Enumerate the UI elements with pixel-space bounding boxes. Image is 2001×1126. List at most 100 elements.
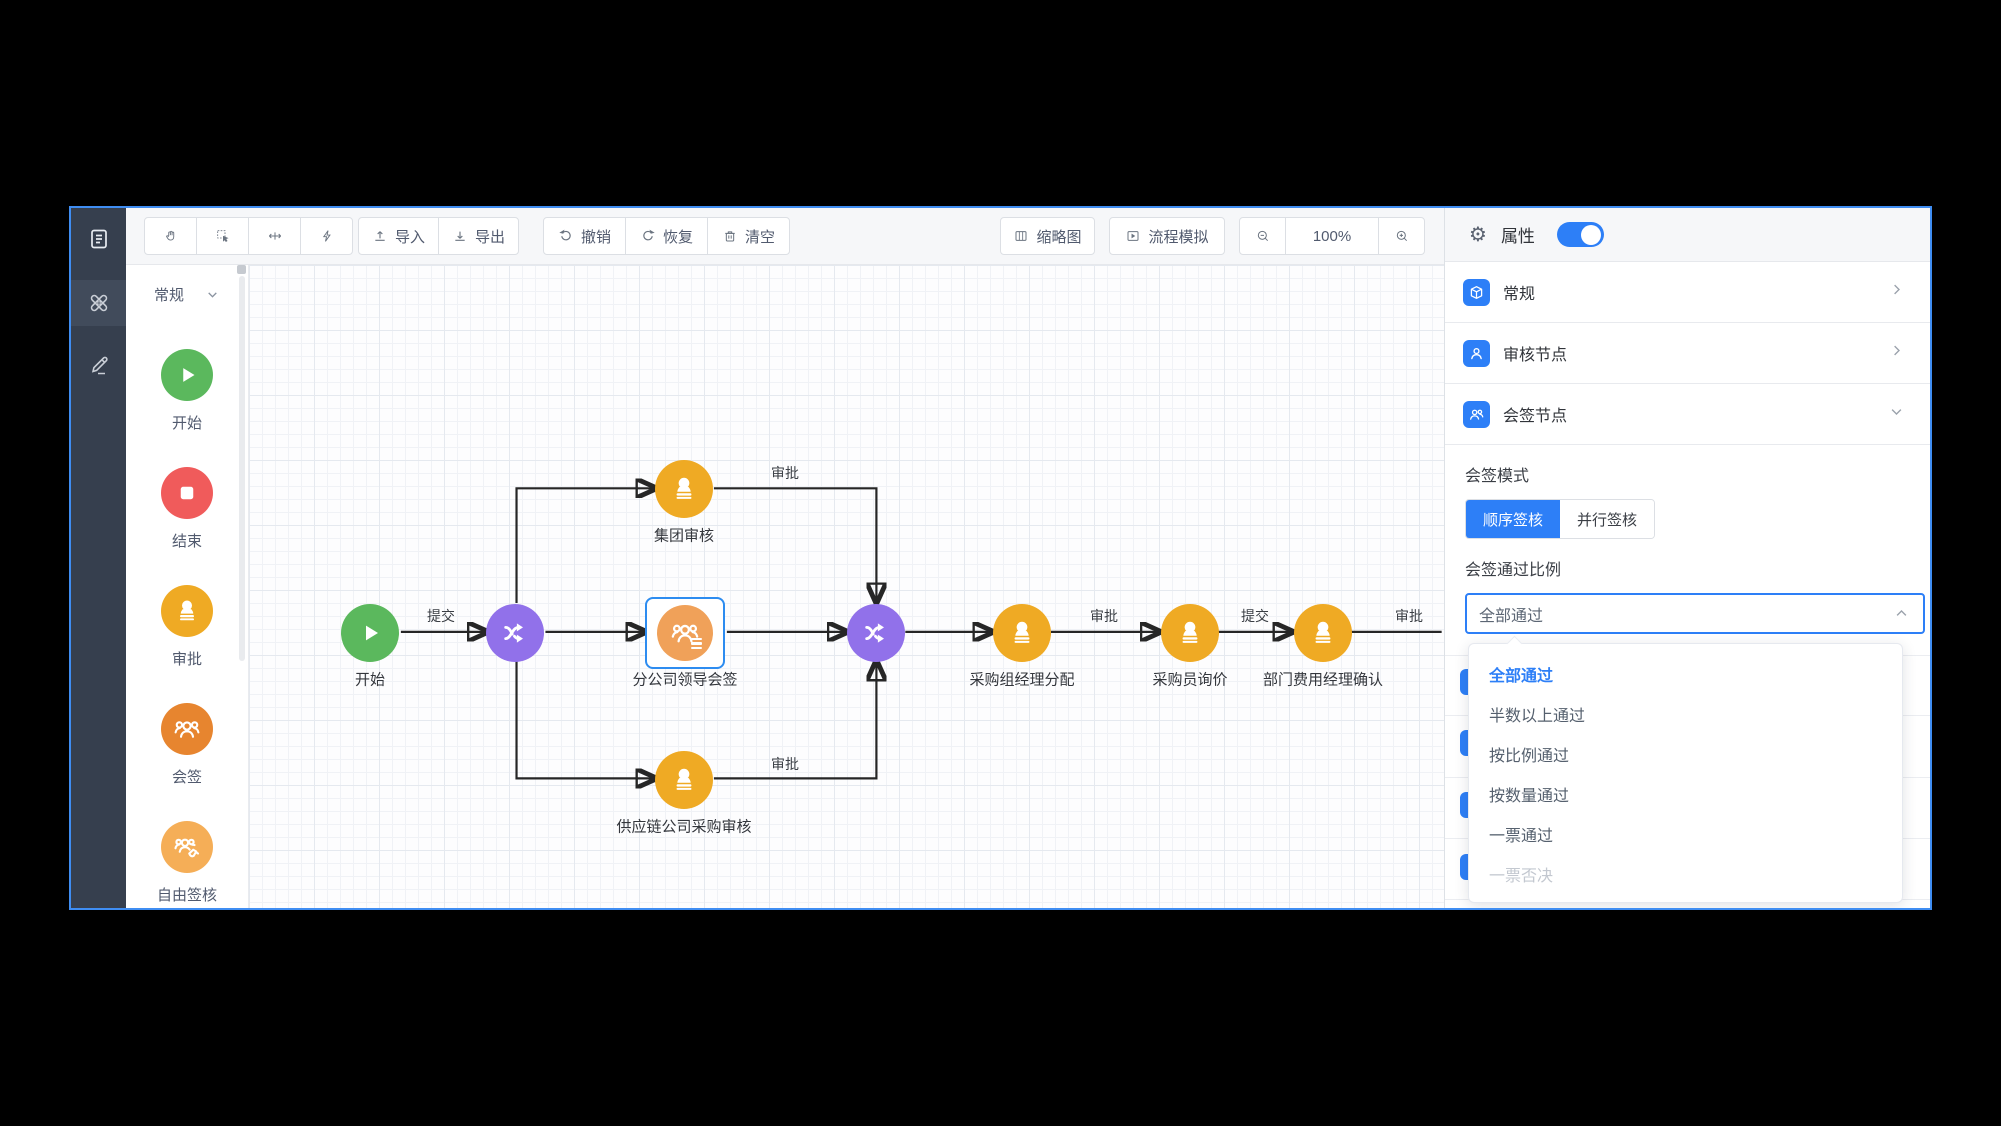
redo-button[interactable]: 恢复 — [625, 217, 708, 255]
section-label: 审核节点 — [1503, 347, 1568, 364]
pass-ratio-dropdown: 全部通过半数以上通过按比例通过按数量通过一票通过一票否决 — [1468, 635, 1903, 903]
properties-toggle[interactable] — [1556, 222, 1604, 247]
simulate-icon — [1127, 231, 1139, 241]
undo-label: 撤销 — [580, 228, 611, 246]
palette-item-label: 审批 — [171, 651, 202, 668]
thumbnail-label: 缩略图 — [1036, 228, 1082, 246]
palette-scrollbar[interactable] — [239, 276, 245, 661]
flow-edge[interactable] — [515, 660, 655, 779]
palette-item-countersign[interactable]: 会签 — [161, 703, 213, 787]
flow-patch-icon[interactable] — [71, 280, 126, 326]
node-palette: 常规 开始结束审批会签自由签核 — [126, 265, 249, 908]
clear-button[interactable]: 清空 — [707, 217, 790, 255]
people-icon — [1463, 400, 1490, 428]
zoom-level-value: 100% — [1312, 227, 1352, 245]
zoom-out-icon — [1257, 230, 1268, 242]
dropdown-option-半数以上通过[interactable]: 半数以上通过 — [1489, 708, 1586, 725]
lightning-icon — [322, 230, 331, 242]
trash-icon — [725, 231, 735, 242]
redo-icon — [643, 229, 655, 241]
cube-icon — [1463, 278, 1490, 306]
edge-label: 审批 — [771, 465, 799, 481]
editor-content: 常规 开始结束审批会签自由签核 提交审批提交审批审批审批开始集团审核分公司领导会… — [126, 265, 1444, 908]
workflow-designer-window: 导入 导出 撤销 恢复 清空 — [69, 206, 1932, 910]
section-row-常规[interactable]: 常规 — [1445, 262, 1930, 323]
flow-edge[interactable] — [713, 487, 876, 601]
flow-canvas[interactable]: 提交审批提交审批审批审批开始集团审核分公司领导会签供应链公司采购审核采购组经理分… — [249, 265, 1444, 908]
edge-label: 审批 — [771, 756, 799, 772]
fit-tool-button[interactable] — [248, 217, 301, 255]
flow-node-开始[interactable] — [341, 604, 399, 662]
simulate-label: 流程模拟 — [1148, 228, 1209, 246]
flow-node-采购员询价[interactable] — [1161, 604, 1219, 662]
export-button[interactable]: 导出 — [438, 217, 519, 255]
pencil-icon[interactable] — [71, 342, 126, 388]
undo-button[interactable]: 撤销 — [543, 217, 626, 255]
palette-item-approve[interactable]: 审批 — [161, 585, 213, 669]
dropdown-option-按比例通过[interactable]: 按比例通过 — [1489, 748, 1570, 765]
select-tool-button[interactable] — [196, 217, 249, 255]
person-icon — [1463, 339, 1490, 367]
edge-label: 提交 — [427, 608, 455, 624]
palette-header[interactable]: 常规 — [126, 265, 248, 323]
flow-node-部门费用经理确认[interactable] — [1294, 604, 1352, 662]
simulate-button[interactable]: 流程模拟 — [1109, 217, 1225, 255]
import-label: 导入 — [394, 228, 425, 246]
flow-node-分公司领导会签[interactable] — [657, 605, 713, 661]
section-label: 会签节点 — [1503, 408, 1568, 425]
palette-item-label: 开始 — [171, 415, 202, 432]
flow-node-集团审核[interactable] — [655, 460, 713, 518]
palette-item-freesign[interactable]: 自由签核 — [157, 821, 217, 905]
mode-option-顺序签核[interactable]: 顺序签核 — [1466, 500, 1560, 538]
form-icon[interactable] — [71, 216, 126, 262]
palette-item-start[interactable]: 开始 — [161, 349, 213, 433]
sign-mode-segmented: 顺序签核并行签核 — [1465, 499, 1655, 539]
flow-edge[interactable] — [515, 488, 655, 603]
node-label: 开始 — [354, 671, 386, 689]
import-button[interactable]: 导入 — [358, 217, 439, 255]
dropdown-option-全部通过[interactable]: 全部通过 — [1489, 668, 1554, 685]
hand-tool-button[interactable] — [144, 217, 197, 255]
toolbar: 导入 导出 撤销 恢复 清空 — [126, 208, 1444, 265]
pass-ratio-select[interactable]: 全部通过 — [1465, 593, 1925, 634]
node-label: 供应链公司采购审核 — [616, 818, 752, 836]
node-label: 集团审核 — [653, 527, 715, 545]
stamp-icon — [161, 585, 213, 637]
thumbnail-button[interactable]: 缩略图 — [1000, 217, 1095, 255]
sign-mode-label: 会签模式 — [1465, 468, 1530, 485]
export-label: 导出 — [474, 228, 505, 246]
countersign-settings: 会签模式 顺序签核并行签核 会签通过比例 全部通过 — [1445, 462, 1930, 634]
dropdown-option-按数量通过[interactable]: 按数量通过 — [1489, 788, 1570, 805]
pass-ratio-label: 会签通过比例 — [1465, 562, 1562, 579]
undo-icon — [559, 229, 571, 241]
zoom-in-icon — [1396, 230, 1407, 242]
zoom-in-button[interactable] — [1378, 217, 1425, 255]
group-icon — [161, 703, 213, 755]
play-icon — [161, 349, 213, 401]
palette-item-label: 自由签核 — [156, 887, 217, 904]
lightning-tool-button[interactable] — [300, 217, 353, 255]
palette-item-label: 结束 — [171, 533, 202, 550]
map-icon — [1015, 231, 1027, 241]
flow-edge[interactable] — [713, 663, 876, 780]
zoom-level: 100% — [1285, 217, 1379, 255]
flow-node-gw-merge[interactable] — [847, 604, 905, 662]
flow-node-采购组经理分配[interactable] — [993, 604, 1051, 662]
flow-node-gw-split[interactable] — [486, 604, 544, 662]
edge-label: 审批 — [1395, 608, 1423, 624]
section-row-会签节点[interactable]: 会签节点 — [1445, 384, 1930, 445]
section-row-审核节点[interactable]: 审核节点 — [1445, 323, 1930, 384]
zoom-group: 100% — [1239, 217, 1425, 255]
mode-option-并行签核[interactable]: 并行签核 — [1560, 500, 1654, 538]
canvas-tools-group — [144, 217, 353, 255]
edge-label: 审批 — [1090, 608, 1118, 624]
palette-header-label: 常规 — [154, 286, 185, 304]
select-cursor-icon — [216, 230, 229, 243]
zoom-out-button[interactable] — [1239, 217, 1286, 255]
palette-item-end[interactable]: 结束 — [161, 467, 213, 551]
flow-node-供应链公司采购审核[interactable] — [655, 751, 713, 809]
history-group: 撤销 恢复 清空 — [543, 217, 790, 255]
view-tools: 缩略图 流程模拟 100% — [1000, 217, 1425, 255]
edge-label: 提交 — [1241, 608, 1269, 624]
dropdown-option-一票通过[interactable]: 一票通过 — [1489, 828, 1554, 845]
